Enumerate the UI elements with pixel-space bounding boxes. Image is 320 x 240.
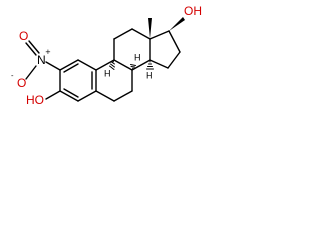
structural-formula: OH H H H HO N + O O - xyxy=(11,4,202,107)
h8-hash-bond xyxy=(130,64,136,71)
nitro-double-bond xyxy=(28,40,40,54)
bond xyxy=(77,90,97,102)
bond xyxy=(95,59,115,71)
bond xyxy=(131,28,151,40)
bond xyxy=(113,90,133,102)
nitro-double-bond xyxy=(25,42,37,56)
h9-label: H xyxy=(104,68,111,78)
bond xyxy=(45,90,61,100)
ring-c xyxy=(113,28,151,71)
bond xyxy=(167,51,181,69)
oh-wedge-bond xyxy=(169,17,185,31)
c17-hydroxyl-label: OH xyxy=(184,4,202,18)
h14-hash-bond xyxy=(146,59,154,70)
bond xyxy=(95,90,115,102)
nitro-nitrogen-label: N xyxy=(37,53,46,67)
bond xyxy=(59,90,79,102)
nitro-single-bond xyxy=(25,65,37,80)
h9-hash-bond xyxy=(109,59,115,70)
bond xyxy=(168,30,181,53)
h14-label: H xyxy=(146,70,153,80)
nitro-oxygen-charge: - xyxy=(11,72,14,80)
bond xyxy=(45,61,61,71)
aromatic-double-bond xyxy=(63,88,79,98)
aromatic-double-bond xyxy=(63,63,79,73)
bond xyxy=(149,59,169,69)
nitro-nitrogen-charge: + xyxy=(45,48,51,56)
phenol-hydroxyl-label: HO xyxy=(26,93,44,107)
bond xyxy=(77,59,97,71)
ring-a-aromatic xyxy=(59,59,97,102)
bond xyxy=(113,59,133,71)
bond xyxy=(131,59,151,71)
ring-b xyxy=(95,59,133,102)
h8-label: H xyxy=(134,52,141,62)
bond xyxy=(149,30,170,40)
ring-d xyxy=(149,30,181,69)
bond xyxy=(59,59,79,71)
methyl-wedge-bond xyxy=(148,18,152,39)
nitro-oxygen-double-label: O xyxy=(19,29,28,43)
nitro-oxygen-single-label: O xyxy=(17,76,26,90)
bond xyxy=(113,28,133,40)
